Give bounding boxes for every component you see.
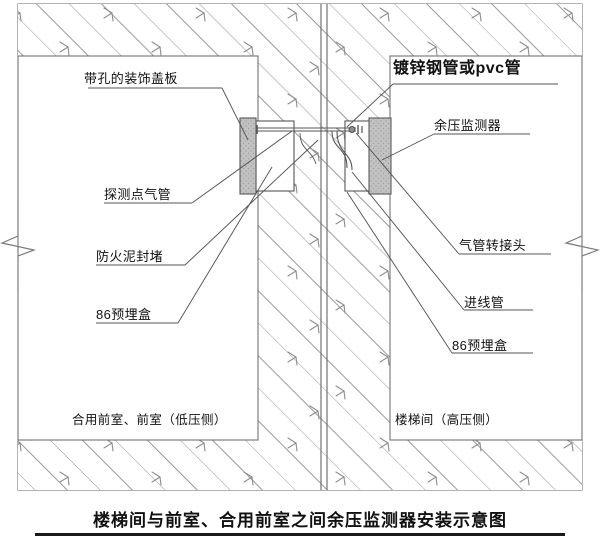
label-embedded-box-86-right: 86预埋盒 [452, 338, 508, 353]
leader-lines-right [346, 83, 558, 354]
concrete-structure [18, 4, 582, 490]
label-embedded-box-86-left: 86预埋盒 [96, 307, 152, 322]
label-decorative-cover-plate: 带孔的装饰盖板 [84, 71, 178, 86]
title-underline [35, 533, 565, 536]
room-voids [17, 55, 583, 441]
wall-centre-lines [320, 4, 328, 490]
leader-lines-left [88, 87, 319, 324]
break-line-left [0, 200, 37, 292]
residual-pressure-monitor-body [368, 117, 392, 195]
label-residual-pressure-monitor: 余压监测器 [434, 118, 502, 133]
room-label-high-pressure: 楼梯间（高压侧） [395, 413, 499, 427]
room-label-low-pressure: 合用前室、前室（低压侧） [72, 413, 227, 427]
label-air-pipe-adapter: 气管转接头 [459, 238, 527, 253]
cover-plate-left [239, 117, 257, 195]
label-detection-point-air-pipe: 探测点气管 [104, 187, 172, 202]
figure-title: 楼梯间与前室、合用前室之间余压监测器安装示意图 [93, 511, 507, 530]
air-tube-run [256, 125, 363, 171]
label-fireproof-mud-seal: 防火泥封堵 [96, 249, 164, 264]
label-galvanized-or-pvc-pipe: 镀锌钢管或pvc管 [393, 60, 522, 77]
label-incoming-conduit: 进线管 [464, 295, 505, 310]
break-line-right [564, 200, 600, 292]
junction-box-left [255, 120, 295, 192]
